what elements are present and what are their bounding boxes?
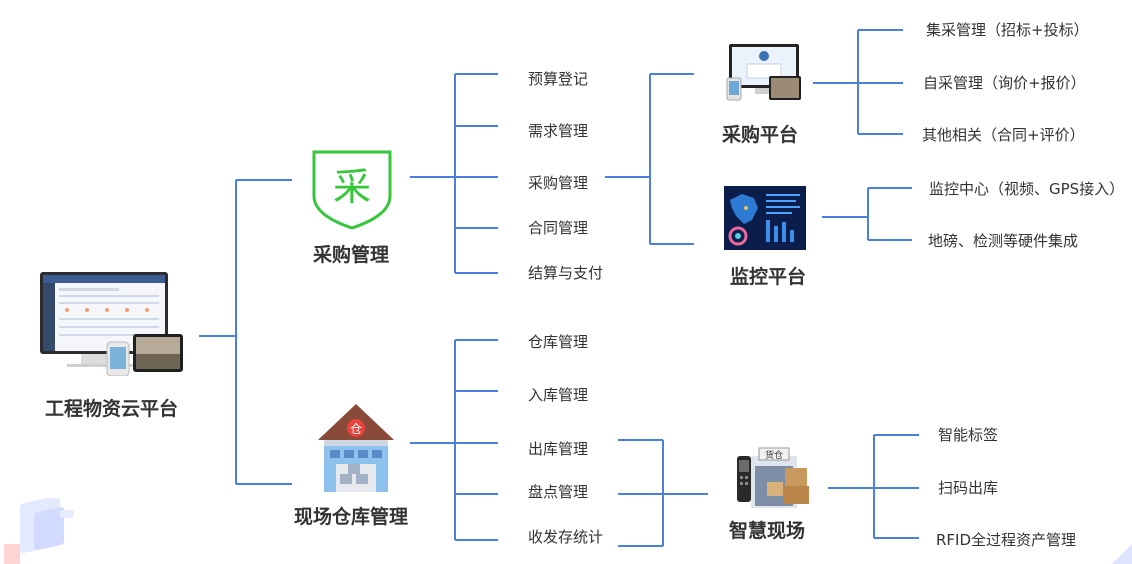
connector-procurement-platform: [813, 29, 903, 135]
connector-warehouse: [410, 339, 498, 541]
procurement-item-settlement: 结算与支付: [528, 264, 604, 282]
procurement-platform-item-central: 集采管理（招标+投标）: [926, 21, 1089, 39]
connector-purchase-to-platforms: [605, 73, 694, 245]
warehouse-item-inventory: 盘点管理: [528, 483, 589, 501]
procurement-platform-item-self: 自采管理（询价+报价）: [923, 74, 1086, 92]
warehouse-item-stats: 收发存统计: [528, 528, 604, 546]
platform-title-monitor: 监控平台: [730, 266, 807, 288]
smart-site-item-rfid: RFID全过程资产管理: [936, 531, 1077, 549]
procurement-item-budget: 预算登记: [528, 70, 589, 88]
warehouse-icon: 仓: [318, 404, 394, 492]
shield-cai-icon: 采: [312, 150, 392, 230]
decorative-corner-icon: [1112, 544, 1132, 564]
branch-title-procurement: 采购管理: [313, 244, 390, 266]
branch-title-warehouse: 现场仓库管理: [294, 506, 409, 528]
connector-monitor-platform: [822, 187, 912, 241]
warehouse-item-outbound: 出库管理: [528, 440, 589, 458]
computer-tablet-phone-icon: [40, 272, 183, 376]
platform-title-procurement: 采购平台: [722, 124, 799, 146]
monitor-map-dashboard-icon: [724, 186, 806, 250]
procurement-item-contract: 合同管理: [528, 219, 589, 237]
scanner-boxes-icon: 货仓: [737, 447, 809, 508]
platform-title-smart-site: 智慧现场: [729, 520, 806, 542]
connector-smart-site: [828, 434, 919, 539]
monitor-platform-item-hardware: 地磅、检测等硬件集成: [928, 232, 1079, 250]
warehouse-item-inbound: 入库管理: [528, 386, 589, 404]
root-label: 工程物资云平台: [45, 398, 179, 420]
connector-site: [618, 439, 708, 547]
smart-site-item-label: 智能标签: [938, 426, 999, 444]
connector-procurement: [410, 73, 498, 274]
smart-site-item-scan: 扫码出库: [938, 479, 999, 497]
computer-devices-icon: [726, 44, 801, 101]
decorative-cards-icon: [4, 498, 74, 564]
procurement-platform-item-other: 其他相关（合同+评价）: [922, 126, 1085, 144]
monitor-platform-item-center: 监控中心（视频、GPS接入）: [929, 180, 1125, 198]
procurement-item-demand: 需求管理: [528, 122, 589, 140]
svg-text:货仓: 货仓: [765, 449, 783, 461]
warehouse-item-manage: 仓库管理: [528, 333, 589, 351]
svg-text:采: 采: [333, 165, 371, 209]
connector-root: [199, 179, 292, 485]
procurement-item-purchase: 采购管理: [528, 174, 589, 192]
svg-text:仓: 仓: [350, 422, 362, 436]
